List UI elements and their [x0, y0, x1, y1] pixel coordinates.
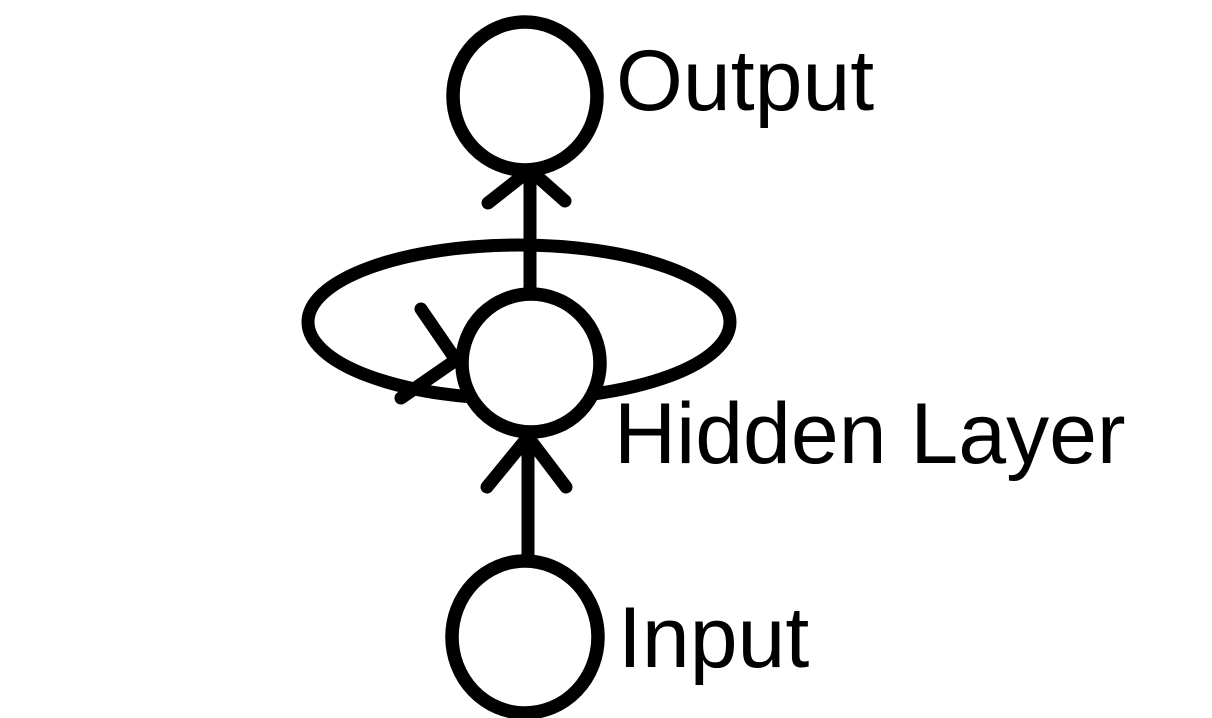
hidden-to-output-arrowhead-icon	[481, 163, 572, 210]
input-to-hidden-arrowhead-icon	[480, 430, 573, 494]
hidden-node-label: Hidden Layer	[614, 386, 1126, 482]
output-node-label: Output	[616, 33, 874, 129]
self-loop-arrowhead-icon	[394, 302, 463, 405]
output-node	[446, 15, 604, 177]
hidden-node	[455, 287, 607, 439]
input-node-label: Input	[618, 590, 809, 686]
input-node	[445, 554, 605, 718]
